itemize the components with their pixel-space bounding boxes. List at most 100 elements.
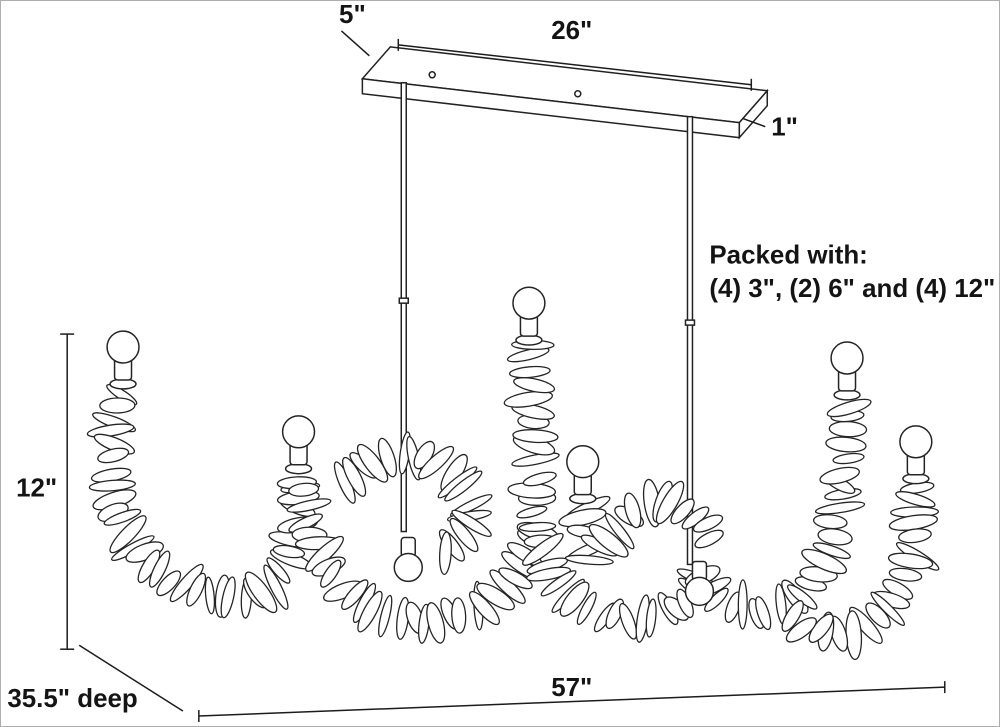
wood-disc (320, 559, 342, 588)
candle-bulb-up (281, 415, 316, 475)
wood-disc (342, 456, 367, 497)
wood-disc (511, 452, 560, 467)
wood-disc (244, 571, 278, 614)
wood-disc (204, 576, 216, 615)
wood-disc (623, 492, 642, 529)
bulb-globe (899, 425, 933, 459)
wood-disc (604, 512, 635, 550)
dim-line-canopy-depth (340, 30, 370, 57)
wood-disc (826, 398, 872, 418)
dim-line-canopy-width (398, 44, 752, 86)
wood-disc (444, 470, 483, 502)
wood-disc (559, 581, 590, 617)
wood-disc (508, 365, 551, 379)
wood-disc (503, 390, 554, 408)
bulb-globe (512, 286, 546, 320)
wood-disc (286, 498, 332, 513)
wood-disc (506, 347, 550, 363)
wood-disc (832, 452, 865, 465)
bulb-globe (393, 552, 423, 583)
packed-note-line1: Packed with: (709, 241, 867, 269)
wood-disc (88, 479, 136, 492)
wood-disc (450, 494, 493, 517)
wood-disc (558, 508, 607, 528)
label-canopy-width: 26" (551, 17, 592, 45)
wood-disc (418, 445, 455, 480)
packed-note: Packed with: (4) 3", (2) 6" and (4) 12" (709, 241, 995, 303)
bulb-globe (281, 415, 316, 449)
canopy-screw-hole (428, 71, 436, 79)
label-canopy-height: 1" (771, 114, 798, 142)
wood-disc (655, 480, 685, 525)
wood-disc (814, 501, 866, 515)
dim-line-width (198, 686, 945, 717)
wood-disc (377, 437, 398, 478)
wood-disc (103, 508, 142, 526)
wood-disc (564, 554, 614, 566)
wood-disc (819, 466, 860, 485)
wood-disc (576, 591, 597, 626)
candle-bulbs (106, 286, 933, 607)
wood-disc (109, 515, 147, 554)
wood-disc (526, 566, 572, 582)
bulb-globe (830, 341, 864, 375)
wood-disc (522, 471, 557, 487)
wood-disc (645, 598, 657, 638)
rod-left (400, 82, 408, 533)
wood-disc (220, 576, 236, 619)
wood-disc (449, 517, 479, 553)
wood-disc (522, 532, 564, 566)
canopy-screw-hole (574, 90, 582, 98)
packed-note-line2: (4) 3", (2) 6" and (4) 12" (709, 275, 995, 303)
wood-disc (451, 597, 467, 634)
rod-right (686, 115, 694, 566)
wood-disc (518, 521, 557, 533)
dim-line-canopy-height (743, 117, 766, 128)
bulb-globe (566, 445, 600, 479)
wood-disc (288, 482, 320, 497)
wood-disc (670, 498, 695, 525)
candle-bulb-up (899, 425, 933, 485)
dimension-labels: 5" 26" 1" 12" 35.5" deep 57" (7, 1, 798, 713)
wood-disc (618, 602, 638, 640)
wood-disc (341, 579, 369, 610)
wood-disc (825, 436, 867, 453)
candle-bulb-up (830, 341, 864, 401)
candle-bulb-down (684, 560, 715, 607)
wood-disc (516, 505, 548, 519)
wood-disc (895, 491, 936, 508)
label-fixture-depth: 35.5" deep (7, 685, 137, 713)
wood-disc (755, 596, 772, 631)
wood-disc (263, 564, 289, 610)
wood-disc (498, 567, 533, 590)
label-canopy-depth: 5" (339, 1, 366, 29)
wood-disc (451, 509, 492, 537)
canopy-right-face (738, 88, 769, 140)
wood-disc (737, 579, 748, 630)
dim-line-depth (78, 644, 184, 712)
wood-disc (888, 567, 923, 582)
wood-disc (512, 429, 559, 444)
wood-disc (865, 602, 891, 629)
wood-disc (378, 594, 393, 638)
wood-disc (186, 572, 207, 607)
wood-disc (426, 602, 446, 644)
wood-disc (828, 420, 868, 438)
wood-disc (588, 523, 629, 558)
rod-right-coupler (684, 319, 696, 326)
wood-disc (99, 397, 136, 414)
wood-disc (817, 528, 853, 546)
wood-disc (694, 529, 724, 549)
rod-left-coupler (398, 297, 410, 304)
candle-bulb-up (512, 286, 546, 346)
wood-disc (438, 531, 452, 576)
candle-bulb-down (393, 536, 423, 583)
wood-disc (148, 550, 171, 588)
wood-disc (887, 552, 934, 570)
wood-disc (356, 443, 389, 483)
canopy (360, 46, 769, 140)
label-fixture-width: 57" (551, 674, 592, 702)
wood-disc (812, 542, 851, 560)
wood-disc (513, 377, 556, 394)
